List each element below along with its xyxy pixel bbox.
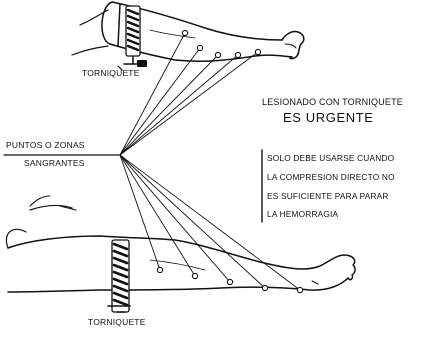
bleeding-point-marker (182, 30, 187, 35)
bleeding-point-marker (297, 287, 302, 292)
bleeding-point-marker (157, 267, 162, 272)
bleeding-point-marker (255, 49, 260, 54)
tourniquet-top-label: TORNIQUETE (82, 68, 140, 78)
tourniquet-top-icon (118, 6, 147, 70)
bleeding-point-marker (215, 52, 220, 57)
warning-text-line2: ES URGENTE (283, 110, 374, 125)
note-line-4: LA HEMORRAGIA (267, 209, 338, 219)
bleeding-point-marker (262, 285, 267, 290)
bleeding-point-marker (227, 279, 232, 284)
bleeding-points-label-line2: SANGRANTES (24, 158, 85, 168)
bleeding-point-marker (192, 273, 197, 278)
bleeding-points-label-line1: PUNTOS O ZONAS (6, 140, 85, 150)
bleeding-point-marker (197, 45, 202, 50)
note-line-3: ES SUFICIENTE PARA PARAR (267, 191, 389, 201)
tourniquet-bottom-label: TORNIQUETE (88, 317, 146, 327)
bleeding-point-marker (235, 52, 240, 57)
arm-drawing (72, 2, 304, 61)
note-line-1: SOLO DEBE USARSE CUANDO (267, 153, 394, 163)
note-line-2: LA COMPRESION DIRECTO NO (267, 172, 395, 182)
tourniquet-bottom-icon (108, 240, 130, 312)
warning-text-line1: LESIONADO CON TORNIQUETE (262, 97, 403, 107)
